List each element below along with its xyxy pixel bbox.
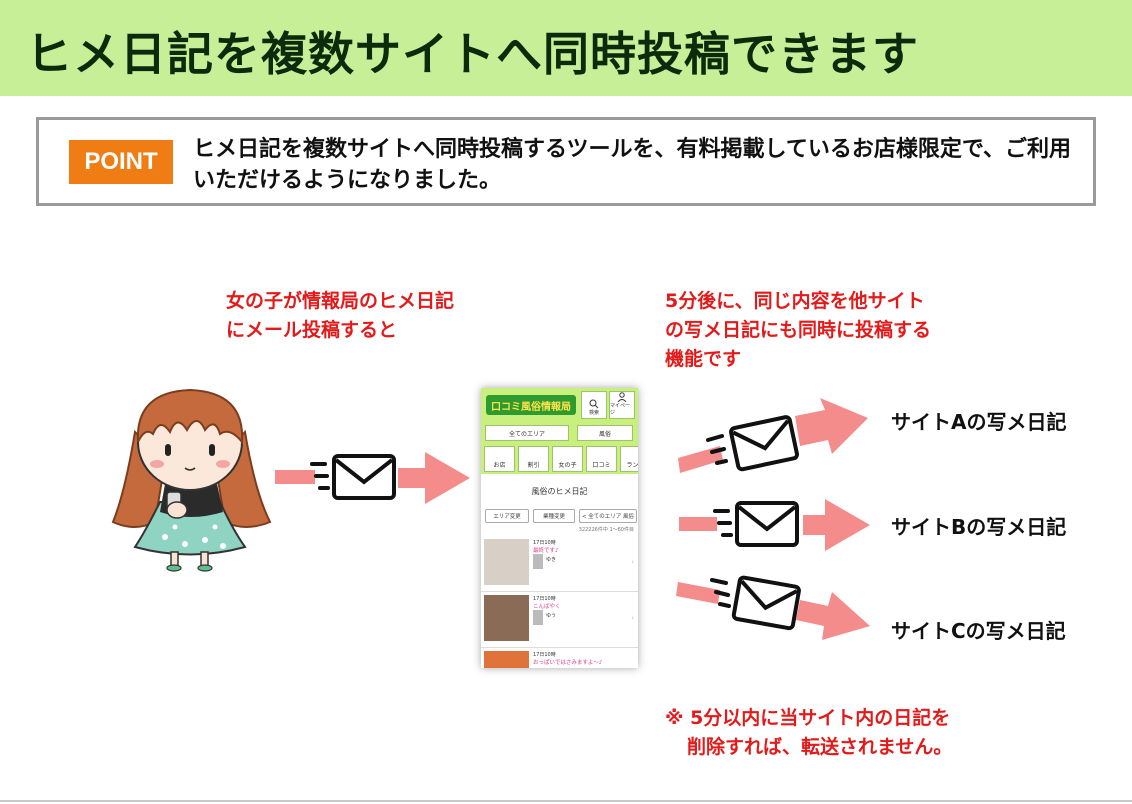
note: ※ 5分以内に当サイト内の日記を 削除すれば、転送されません。 xyxy=(665,704,952,762)
phone-screenshot: 口コミ風俗情報局 検索 マイページ 全てのエリア 風俗 お店 割引 女の子 口コ… xyxy=(481,388,638,668)
note-line-1: ※ 5分以内に当サイト内の日記を xyxy=(665,707,951,729)
envelope-icon xyxy=(729,415,799,472)
left-caption-line-1: 女の子が情報局のヒメ日記 xyxy=(226,290,455,312)
tab-girls-label: 女の子 xyxy=(558,462,577,469)
right-caption: 5分後に、同じ内容を他サイト の写メ日記にも同時に投稿する 機能です xyxy=(665,287,931,374)
list-item[interactable]: 17日10時 最終です♪ ゆき › xyxy=(481,536,638,592)
search-icon xyxy=(589,399,599,409)
list-item[interactable]: 17日10時 おっぱいではさみますよ～♪ xyxy=(481,648,638,668)
left-caption: 女の子が情報局のヒメ日記 にメール投稿すると xyxy=(226,287,454,345)
list-item[interactable]: 17日10時 こんばやく ゆう › xyxy=(481,592,638,648)
diary-thumbnail xyxy=(484,539,529,585)
tab-discount-label: 割引 xyxy=(527,462,540,469)
site-a-label: サイトAの写メ日記 xyxy=(891,410,1067,434)
right-caption-line-3: 機能です xyxy=(665,348,742,370)
envelope-icon xyxy=(332,454,396,500)
item-subject: こんばやく xyxy=(533,604,561,610)
phone-select-row: 全てのエリア 風俗 xyxy=(481,422,638,444)
mypage-button[interactable]: マイページ xyxy=(609,391,635,419)
site-logo: 口コミ風俗情報局 xyxy=(486,395,576,415)
tab-discount[interactable]: 割引 xyxy=(518,446,549,472)
forward-arrow-c xyxy=(676,575,870,640)
right-caption-line-1: 5分後に、同じ内容を他サイト xyxy=(665,290,925,312)
area-filter-button[interactable]: エリア変更 xyxy=(485,509,529,523)
diary-thumbnail xyxy=(484,651,529,668)
note-line-2: 削除すれば、転送されません。 xyxy=(687,736,953,758)
envelope-icon xyxy=(735,501,799,547)
result-count: 322226件中 1～60件目 xyxy=(578,527,634,533)
tab-reviews-label: 口コミ xyxy=(592,462,611,469)
send-arrow-left xyxy=(275,452,470,504)
phone-section-title: 風俗のヒメ日記 xyxy=(531,487,588,496)
item-name: ゆき xyxy=(546,557,557,563)
tab-ranking[interactable]: ランキ xyxy=(620,446,638,472)
search-button[interactable]: 検索 xyxy=(581,391,607,419)
genre-select[interactable]: 風俗 xyxy=(577,425,633,441)
girl-illustration xyxy=(111,388,272,572)
item-subject: おっぱいではさみますよ～♪ xyxy=(533,660,603,666)
mypage-button-label: マイページ xyxy=(610,403,631,416)
forward-arrow-a xyxy=(678,398,868,473)
item-date: 17日10時 xyxy=(533,596,556,602)
chevron-right-icon: › xyxy=(631,614,634,622)
bottom-divider xyxy=(0,800,1132,802)
point-badge: POINT xyxy=(69,140,173,184)
tab-shop-label: お店 xyxy=(493,462,506,469)
tab-reviews[interactable]: 口コミ xyxy=(586,446,617,472)
phone-tabs: お店 割引 女の子 口コミ ランキ xyxy=(481,444,638,474)
avatar xyxy=(533,610,543,625)
item-name: ゆう xyxy=(546,613,557,619)
page-header: ヒメ日記を複数サイトへ同時投稿できます xyxy=(0,0,1132,96)
chevron-right-icon: › xyxy=(631,558,634,566)
tab-ranking-label: ランキ xyxy=(626,462,638,469)
avatar xyxy=(533,554,543,569)
phone-header: 口コミ風俗情報局 検索 マイページ xyxy=(481,388,638,422)
area-select[interactable]: 全てのエリア xyxy=(485,425,569,441)
user-icon xyxy=(617,392,627,402)
tab-girls[interactable]: 女の子 xyxy=(552,446,583,472)
site-c-label: サイトCの写メ日記 xyxy=(891,619,1066,643)
point-box: POINT ヒメ日記を複数サイトへ同時投稿するツールを、有料掲載しているお店様限… xyxy=(36,117,1096,206)
right-caption-line-2: の写メ日記にも同時に投稿する xyxy=(665,319,932,341)
tab-shop[interactable]: お店 xyxy=(484,446,515,472)
item-date: 17日10時 xyxy=(533,652,556,658)
genre-filter-button[interactable]: 業種変更 xyxy=(533,509,575,523)
left-caption-line-2: にメール投稿すると xyxy=(226,319,398,341)
point-text: ヒメ日記を複数サイトへ同時投稿するツールを、有料掲載しているお店様限定で、ご利用… xyxy=(193,137,1072,193)
forward-arrow-b xyxy=(679,499,870,551)
item-subject: 最終です♪ xyxy=(533,548,559,554)
site-b-label: サイトBの写メ日記 xyxy=(891,515,1067,539)
envelope-icon xyxy=(731,575,801,631)
diary-thumbnail xyxy=(484,595,529,641)
search-button-label: 検索 xyxy=(588,410,599,416)
item-date: 17日10時 xyxy=(533,540,556,546)
page-title: ヒメ日記を複数サイトへ同時投稿できます xyxy=(26,27,919,81)
breadcrumb-filter[interactable]: < 全てのエリア 風俗 xyxy=(579,509,637,523)
